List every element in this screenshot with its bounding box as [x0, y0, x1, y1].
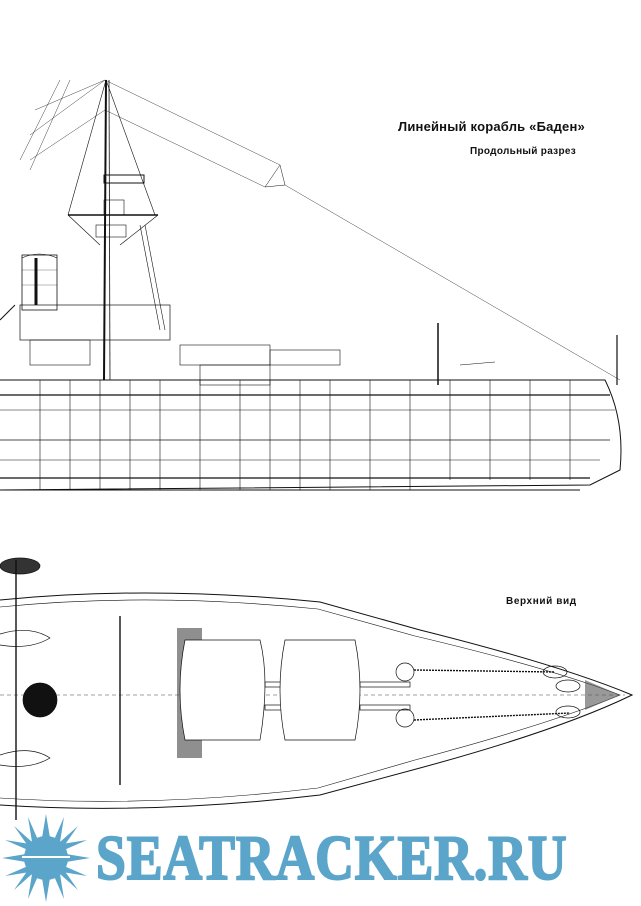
- sun-over-sea-icon: [2, 814, 90, 902]
- watermark-text: SEATRACKER.RU: [95, 822, 568, 893]
- section-subtitle: Продольный разрез: [470, 146, 576, 157]
- plan-view-label: Верхний вид: [506, 596, 577, 607]
- top-plan-drawing: [0, 557, 634, 820]
- document-title: Линейный корабль «Баден»: [398, 119, 585, 134]
- side-profile-drawing: [0, 79, 622, 491]
